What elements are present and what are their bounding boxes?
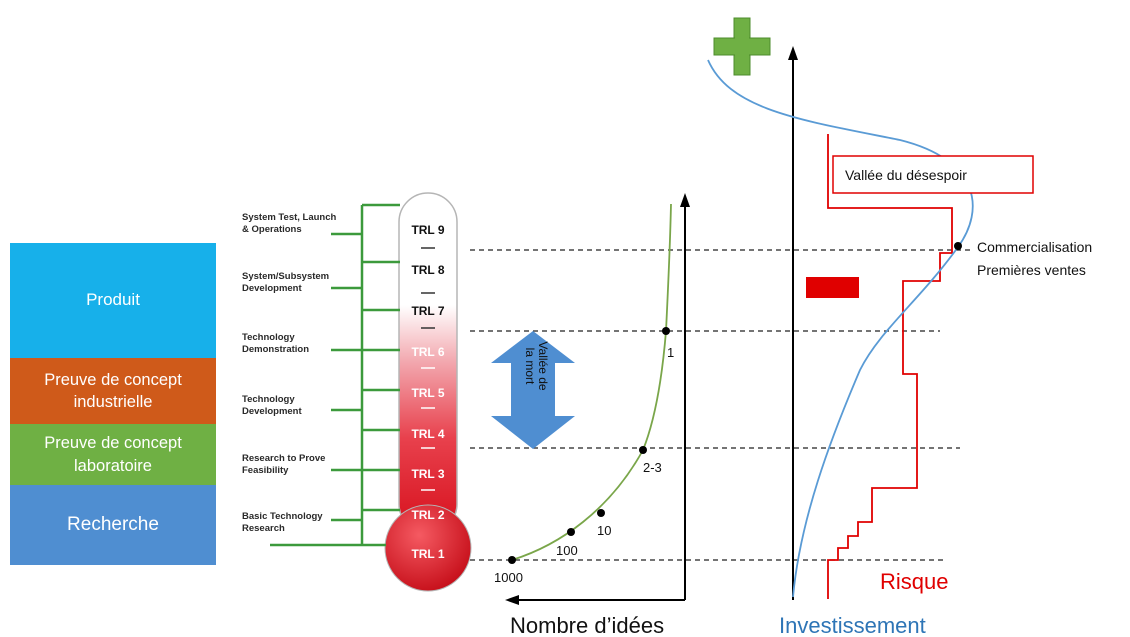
branch-label: System Test, Launch (242, 212, 337, 223)
trl-branch-labels: System Test, Launch & Operations System/… (242, 212, 337, 534)
ideas-curve (511, 203, 672, 561)
investment-axes (788, 46, 798, 600)
produit-box: Produit (10, 243, 216, 358)
risk-label: Risque (880, 569, 948, 594)
risk-step-line (827, 134, 953, 599)
branch-label: Basic Technology (242, 511, 323, 522)
trl9-label: TRL 9 (411, 223, 444, 237)
plus-icon (713, 17, 771, 76)
death-valley-arrow: Vallée de la mort (491, 331, 575, 449)
death-valley-line1: Vallée de (536, 341, 550, 390)
idea-point (597, 509, 605, 517)
idea-point (639, 446, 647, 454)
premieres-ventes-label: Premières ventes (977, 262, 1086, 278)
poc-labo-box: Preuve de concept laboratoire (10, 424, 216, 485)
trl1-label: TRL 1 (411, 547, 444, 561)
recherche-box: Recherche (10, 485, 216, 565)
poc-industrielle-line2: industrielle (73, 393, 153, 411)
trl2-label: TRL 2 (411, 508, 444, 522)
idea-label-10: 10 (597, 523, 611, 538)
trl4-label: TRL 4 (411, 427, 444, 441)
commercialisation-point (954, 242, 962, 250)
branch-label: Development (242, 406, 302, 417)
produit-label: Produit (86, 290, 140, 310)
commercialisation-label: Commercialisation (977, 239, 1092, 255)
trl-brackets (270, 203, 400, 547)
thermometer: TRL 9 TRL 8 TRL 7 TRL 6 TRL 5 TRL 4 TRL … (384, 192, 472, 592)
poc-labo-line2: laboratoire (74, 456, 152, 475)
ideas-axis-label: Nombre d’idées (510, 613, 664, 637)
branch-label: Technology (242, 394, 295, 405)
investment-curve (707, 59, 974, 598)
branch-label: Development (242, 283, 302, 294)
valley-despair-box (832, 155, 1034, 194)
idea-point (567, 528, 575, 536)
idea-point (662, 327, 670, 335)
trl3-label: TRL 3 (411, 467, 444, 481)
investment-axis-label: Investissement (779, 613, 926, 637)
trl5-label: TRL 5 (411, 386, 444, 400)
branch-label: Demonstration (242, 344, 309, 355)
idea-point (508, 556, 516, 564)
idea-label-2-3: 2-3 (643, 460, 662, 475)
valley-despair-label: Vallée du désespoir (845, 167, 967, 183)
trl7-label: TRL 7 (411, 304, 444, 318)
poc-industrielle-box: Preuve de concept industrielle (10, 358, 216, 424)
minus-icon (806, 277, 859, 298)
poc-labo-line1: Preuve de concept (44, 434, 182, 453)
ideas-axes (505, 193, 690, 605)
poc-industrielle-line1: Preuve de concept (44, 370, 182, 389)
trl8-label: TRL 8 (411, 263, 444, 277)
idea-label-100: 100 (556, 543, 578, 558)
branch-label: Research to Prove (242, 453, 325, 464)
branch-label: Feasibility (242, 465, 289, 476)
trl6-label: TRL 6 (411, 345, 444, 359)
recherche-label: Recherche (67, 514, 159, 536)
branch-label: Research (242, 523, 285, 534)
trl-guides (470, 249, 970, 561)
branch-label: System/Subsystem (242, 271, 329, 282)
branch-label: & Operations (242, 224, 302, 235)
idea-label-1: 1 (667, 345, 674, 360)
branch-label: Technology (242, 332, 295, 343)
idea-label-1000: 1000 (494, 570, 523, 585)
death-valley-line2: la mort (523, 348, 537, 385)
ideas-points (508, 327, 670, 564)
